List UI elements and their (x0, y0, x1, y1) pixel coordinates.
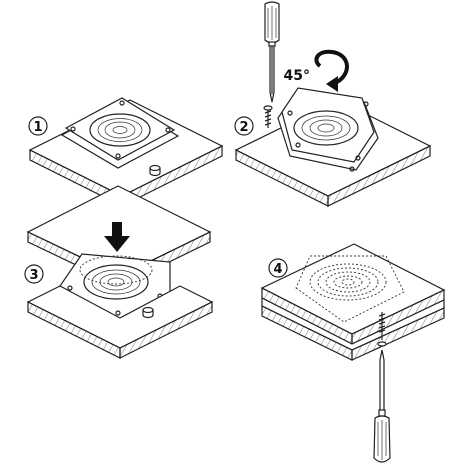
step-2-label: 2 (234, 116, 254, 136)
step-4: 4 (260, 243, 446, 463)
step-3: 3 (24, 185, 214, 359)
board-3-bottom (26, 285, 214, 359)
nut-icon (149, 164, 161, 177)
step-4-number: 4 (273, 262, 282, 277)
swivel-plate-1 (60, 97, 180, 169)
board-4-top (260, 243, 446, 345)
step-3-number: 3 (29, 268, 38, 283)
step-3-label: 3 (24, 264, 44, 284)
step-2: 45° 2 (234, 1, 432, 207)
step-1: 1 (28, 97, 224, 207)
step-1-label: 1 (28, 116, 48, 136)
swivel-plate-2 (277, 87, 379, 172)
screwdriver-icon (264, 1, 280, 103)
screwdriver-icon-4 (373, 349, 391, 463)
step-1-number: 1 (33, 120, 42, 135)
nut-icon-3 (142, 306, 154, 319)
screw-icon-4 (377, 312, 387, 347)
down-arrow-icon (104, 222, 130, 252)
step-4-label: 4 (268, 258, 288, 278)
board-4-bottom (261, 297, 445, 361)
step-2-number: 2 (239, 120, 248, 135)
rotation-angle-label: 45° (284, 68, 310, 84)
rotation-arrow-icon: 45° (284, 49, 349, 92)
screw-icon (263, 105, 273, 128)
hidden-plate-outline (295, 255, 405, 323)
